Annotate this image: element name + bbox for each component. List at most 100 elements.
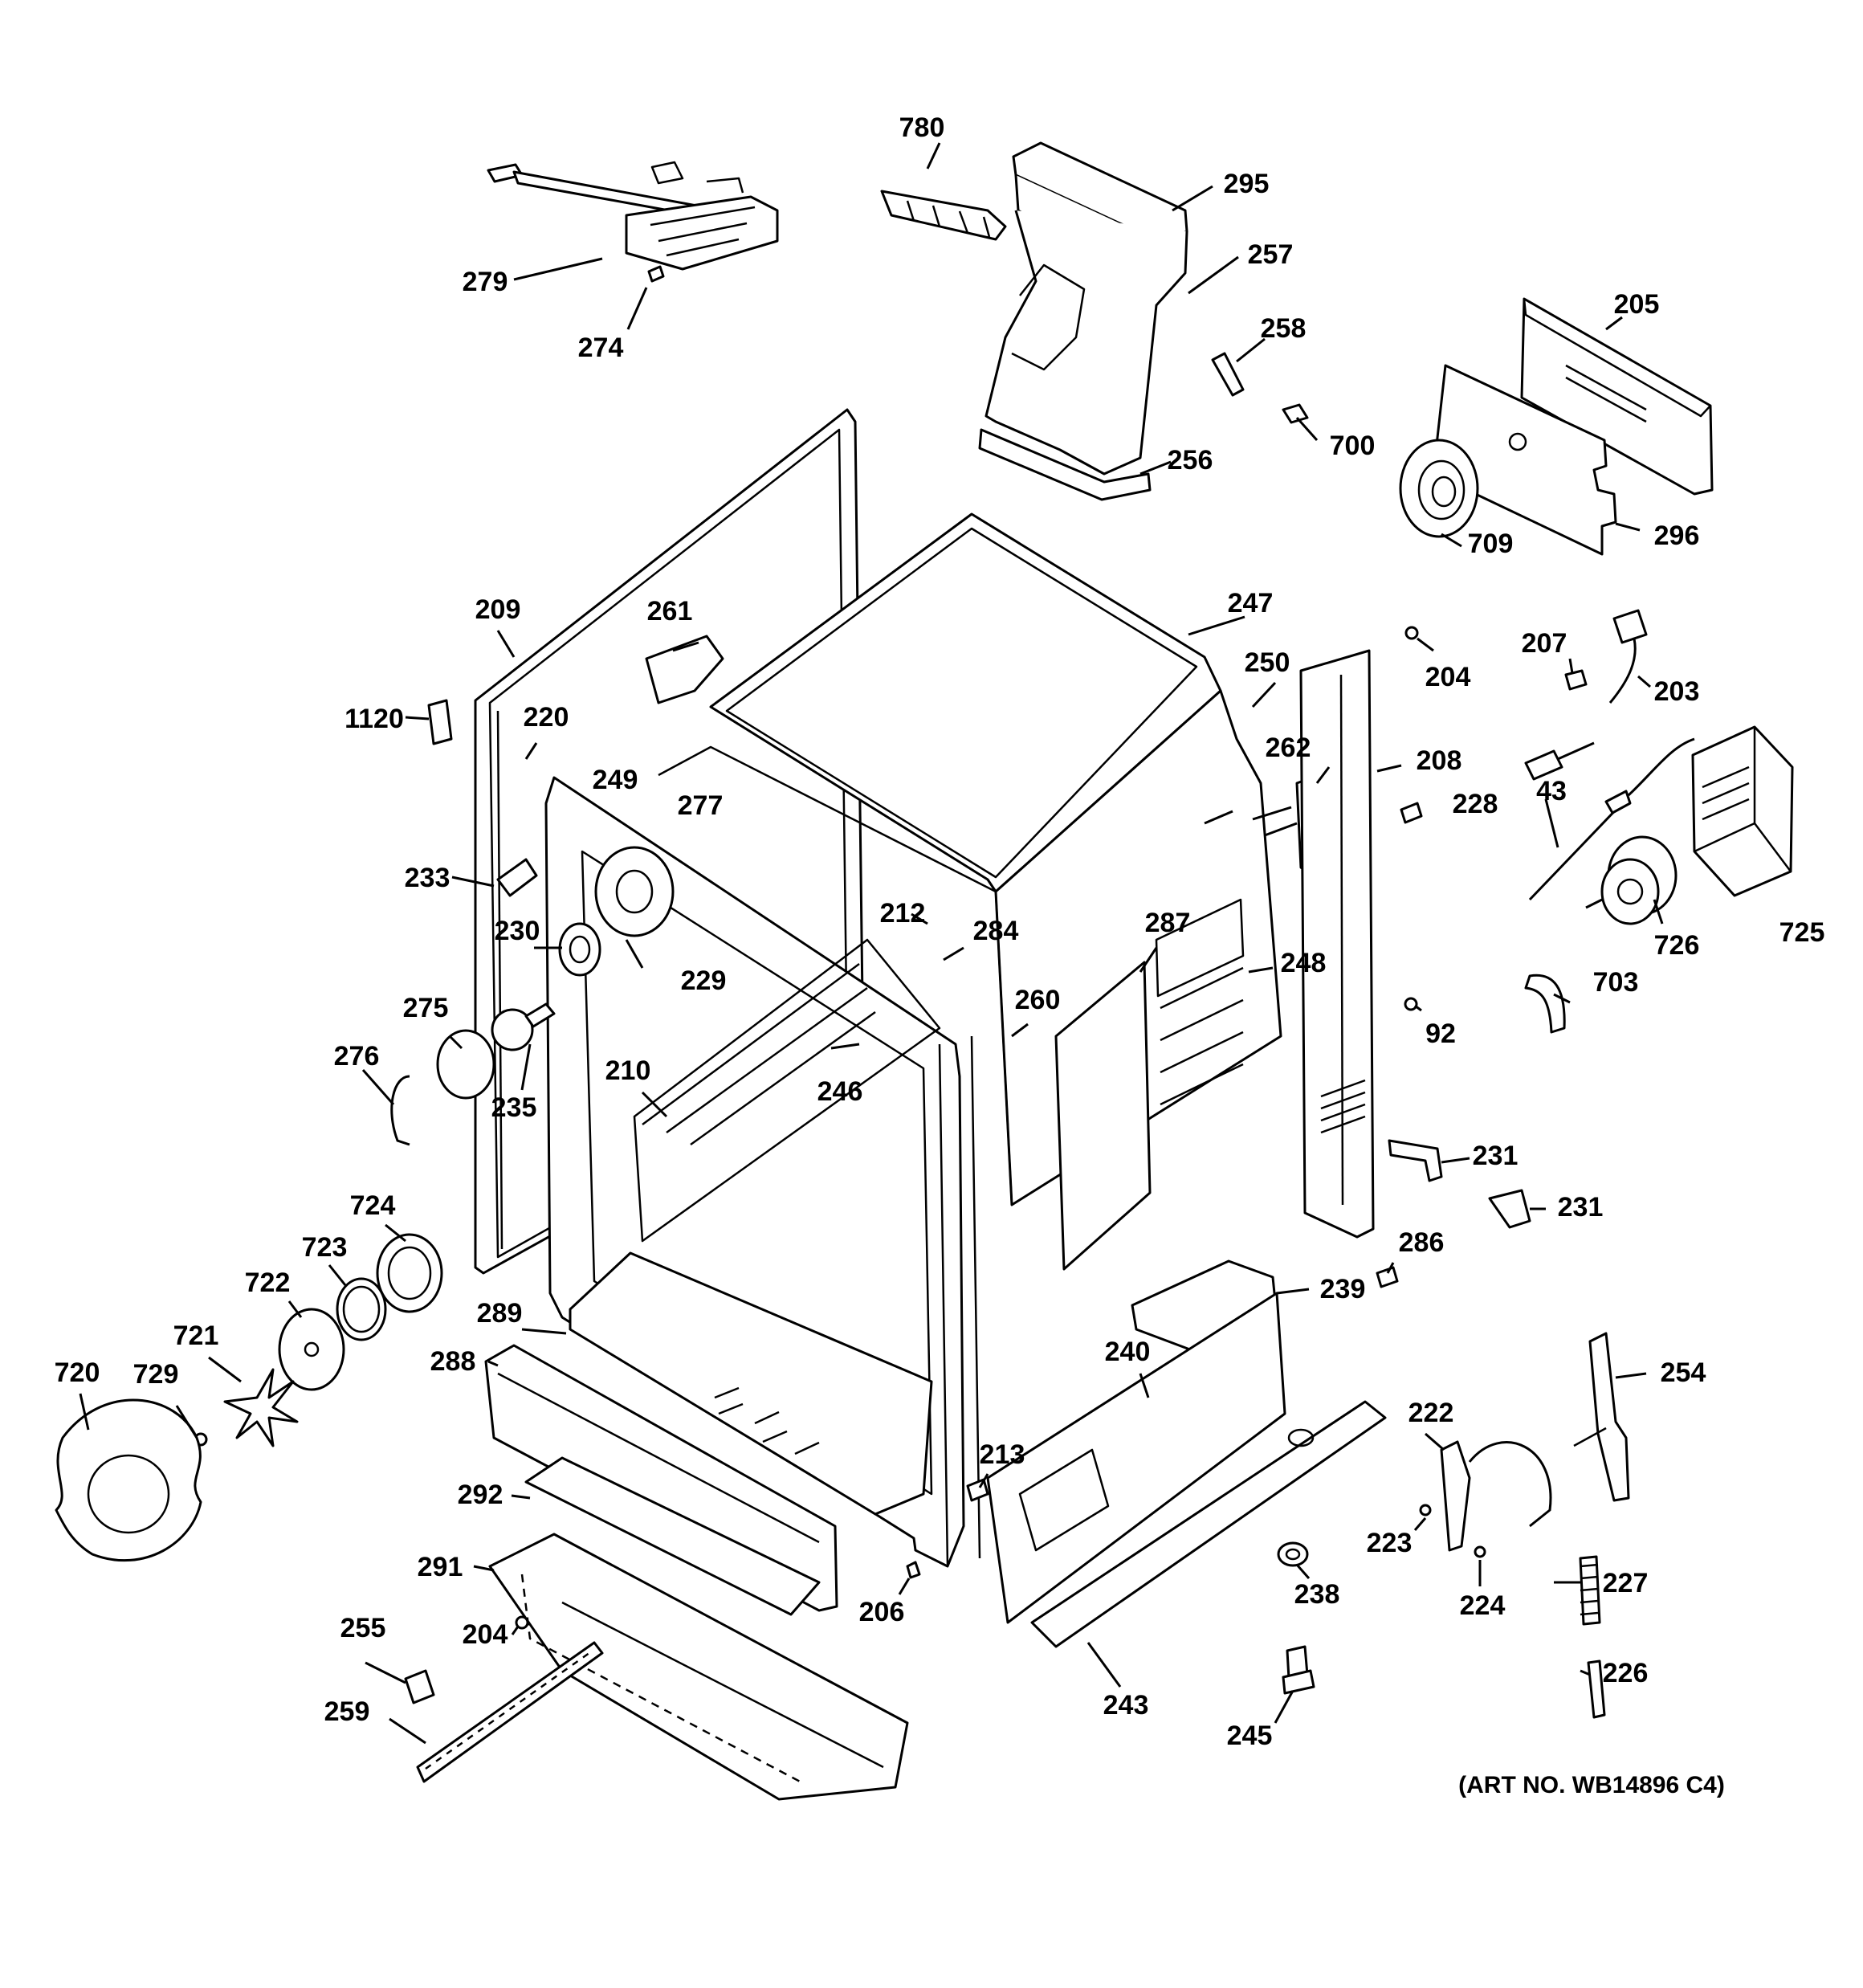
callout-250: 250 — [1245, 647, 1290, 678]
callout-292: 292 — [458, 1480, 503, 1510]
grommet-icon — [1277, 1541, 1309, 1567]
callout-245: 245 — [1227, 1721, 1273, 1751]
callout-239: 239 — [1320, 1274, 1366, 1304]
screw-icon — [515, 1615, 529, 1630]
callout-726: 726 — [1654, 930, 1700, 961]
side-panel-vents-icon — [1054, 898, 1245, 1271]
callout-258: 258 — [1261, 313, 1307, 344]
callout-260: 260 — [1015, 985, 1061, 1015]
callout-703: 703 — [1593, 967, 1639, 998]
callout-228: 228 — [1453, 789, 1498, 819]
callout-276: 276 — [334, 1041, 380, 1072]
lamp-bulb-icon — [491, 1002, 556, 1051]
hinge-spring-icon — [1579, 1555, 1601, 1626]
slide-stop-icon — [404, 1669, 435, 1704]
hinge-bracket-icon — [1488, 1189, 1531, 1229]
lamp-cover-icon — [436, 1029, 495, 1100]
callout-279: 279 — [463, 267, 508, 297]
clip-icon — [966, 1478, 989, 1502]
callout-275: 275 — [403, 993, 449, 1023]
callout-203: 203 — [1654, 676, 1700, 707]
door-hinge-icon — [1440, 1440, 1552, 1552]
callout-289: 289 — [477, 1298, 523, 1329]
callout-92: 92 — [1425, 1018, 1456, 1049]
callout-780: 780 — [899, 112, 945, 143]
callout-205: 205 — [1614, 289, 1660, 320]
callout-213: 213 — [980, 1439, 1025, 1470]
clip-icon — [1376, 1266, 1399, 1288]
clip-icon — [427, 699, 453, 745]
callout-204-b: 204 — [463, 1619, 508, 1650]
leveling-leg-icon — [1282, 1645, 1315, 1695]
callout-240: 240 — [1105, 1337, 1151, 1367]
drawer-slide-icon — [416, 1641, 604, 1783]
callout-729: 729 — [133, 1359, 179, 1390]
callout-277: 277 — [678, 790, 724, 821]
parts-artwork — [55, 141, 1794, 1801]
callout-722: 722 — [245, 1268, 291, 1298]
screw-icon — [1404, 626, 1419, 640]
callout-721: 721 — [173, 1321, 219, 1351]
art-number: (ART NO. WB14896 C4) — [1458, 1772, 1725, 1798]
callout-288: 288 — [430, 1346, 476, 1377]
fan-blade-icon — [223, 1368, 299, 1447]
screw-icon — [647, 265, 665, 283]
bracket-icon — [1211, 352, 1245, 397]
broiler-pan-icon — [524, 1456, 821, 1616]
callout-231-b: 231 — [1558, 1192, 1604, 1223]
connector-icon — [1524, 741, 1595, 781]
temperature-sensor-icon — [1528, 737, 1695, 901]
callout-248: 248 — [1281, 948, 1327, 978]
callout-249: 249 — [593, 765, 638, 795]
screw-icon — [1404, 997, 1418, 1011]
callout-235: 235 — [491, 1092, 537, 1123]
callout-700: 700 — [1330, 431, 1376, 461]
callout-246: 246 — [817, 1076, 863, 1107]
callout-231-a: 231 — [1473, 1141, 1519, 1171]
callout-43: 43 — [1536, 776, 1567, 806]
callout-220: 220 — [524, 702, 569, 733]
lamp-socket-icon — [496, 858, 538, 897]
callout-720: 720 — [55, 1357, 100, 1388]
callout-723: 723 — [302, 1232, 348, 1263]
screw-icon — [906, 1561, 921, 1579]
callout-233: 233 — [405, 863, 450, 893]
lower-frame-icon — [986, 1259, 1286, 1624]
fan-gasket-icon — [336, 1277, 387, 1341]
rear-bracket-icon — [1432, 364, 1617, 556]
kick-panel-icon — [1030, 1400, 1387, 1648]
callout-261: 261 — [647, 596, 693, 627]
fan-blade-plate-icon — [278, 1308, 345, 1391]
leader-lines — [79, 142, 1664, 1745]
drawer-frame-icon — [484, 1344, 838, 1612]
hinge-link-icon — [1587, 1659, 1606, 1719]
callout-208: 208 — [1417, 745, 1462, 776]
callout-230: 230 — [495, 916, 540, 946]
door-latch-icon — [487, 161, 779, 271]
pin-icon — [1419, 1504, 1432, 1517]
callout-257: 257 — [1248, 239, 1294, 270]
callout-229: 229 — [681, 965, 727, 996]
callout-262: 262 — [1266, 733, 1311, 763]
callout-226: 226 — [1603, 1658, 1649, 1688]
callout-291: 291 — [418, 1552, 463, 1582]
callout-286: 286 — [1399, 1227, 1445, 1258]
wire-harness-icon — [1608, 609, 1648, 704]
electronic-control-box-icon — [1691, 725, 1794, 897]
fan-shroud-icon — [1399, 439, 1479, 538]
lamp-gasket-icon — [594, 846, 675, 937]
callout-287: 287 — [1145, 908, 1191, 938]
callout-295: 295 — [1224, 169, 1270, 199]
callout-206: 206 — [859, 1597, 905, 1627]
right-side-panel-icon — [1299, 649, 1375, 1239]
lamp-receptacle-icon — [558, 922, 601, 977]
callout-724: 724 — [350, 1190, 396, 1221]
callout-204: 204 — [1425, 662, 1471, 692]
callout-274: 274 — [578, 333, 624, 363]
callout-238: 238 — [1294, 1579, 1340, 1610]
callout-223: 223 — [1367, 1528, 1413, 1558]
callout-210: 210 — [605, 1055, 651, 1086]
hinge-bracket-icon — [1388, 1139, 1443, 1182]
callout-725: 725 — [1779, 917, 1825, 948]
